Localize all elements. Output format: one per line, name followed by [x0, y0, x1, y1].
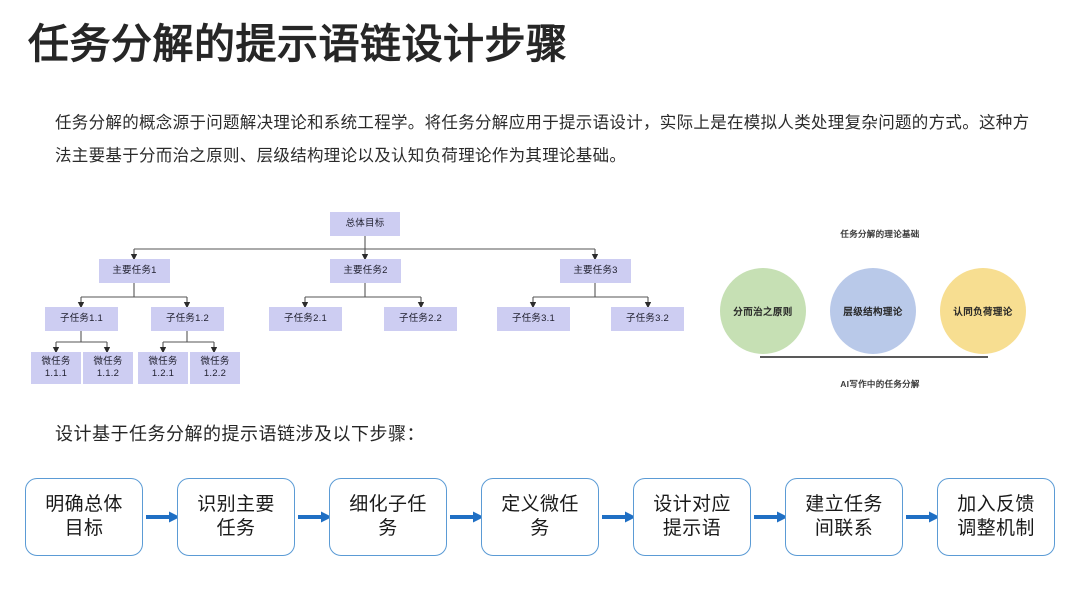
flow-arrow-4 [602, 511, 638, 523]
flow-step-1-line1: 明确总体 [45, 493, 123, 515]
flow-step-4[interactable]: 定义微任 务 [481, 478, 599, 556]
page-title: 任务分解的提示语链设计步骤 [28, 21, 568, 67]
micro-label-line1: 微任务 [200, 356, 230, 368]
flow-step-5-line2: 提示语 [662, 518, 722, 539]
micro-label-line1: 微任务 [41, 356, 71, 368]
flow-step-2[interactable]: 识别主要 任务 [177, 478, 295, 556]
theory-foundation-panel: 任务分解的理论基础 分而治之原则 层级结构理论 认同负荷理论 AI写作中的任务分… [700, 218, 1060, 398]
intro-paragraph: 任务分解的概念源于问题解决理论和系统工程学。将任务分解应用于提示语设计，实际上是… [55, 114, 1030, 165]
flow-step-2-line1: 识别主要 [197, 493, 275, 515]
flow-arrow-5 [754, 511, 790, 523]
flow-arrow-1 [146, 511, 182, 523]
flow-step-5-line1: 设计对应 [653, 493, 731, 515]
steps-lead-text: 设计基于任务分解的提示语链涉及以下步骤： [55, 424, 425, 444]
micro-label-line1: 微任务 [148, 356, 178, 368]
tree-node-main-task-2[interactable]: 主要任务2 [330, 259, 401, 283]
flow-step-2-line2: 任务 [216, 518, 256, 539]
flow-step-6[interactable]: 建立任务 间联系 [785, 478, 903, 556]
tree-node-main-task-1[interactable]: 主要任务1 [99, 259, 170, 283]
theory-panel-title: 任务分解的理论基础 [840, 229, 920, 239]
task-decomposition-tree: 总体目标 主要任务1 主要任务2 主要任务3 子任务1.1 子任务1.2 子任务… [0, 195, 720, 405]
micro-label-line2: 1.2.1 [151, 368, 175, 379]
flow-step-5[interactable]: 设计对应 提示语 [633, 478, 751, 556]
tree-node-micro-task-1-1-2[interactable]: 微任务 1.1.2 [83, 352, 133, 384]
tree-node-subtask-2-2[interactable]: 子任务2.2 [384, 307, 457, 331]
flow-arrow-6 [906, 511, 942, 523]
tree-node-micro-task-1-2-2[interactable]: 微任务 1.2.2 [190, 352, 240, 384]
flow-step-1-line2: 目标 [64, 518, 104, 539]
prompt-chain-flowchart: 明确总体 目标 识别主要 任务 细化子任 务 定义微任 务 设计对应 [0, 478, 1080, 564]
tree-node-micro-task-1-1-1[interactable]: 微任务 1.1.1 [31, 352, 81, 384]
tree-node-main-task-3[interactable]: 主要任务3 [560, 259, 631, 283]
flow-step-7-line1: 加入反馈 [957, 493, 1035, 515]
micro-label-line1: 微任务 [93, 356, 123, 368]
flow-step-1[interactable]: 明确总体 目标 [25, 478, 143, 556]
tree-connector-lines [52, 236, 652, 354]
flow-step-3-line1: 细化子任 [349, 493, 427, 515]
tree-node-subtask-1-2[interactable]: 子任务1.2 [151, 307, 224, 331]
flow-step-4-line2: 务 [530, 518, 550, 539]
theory-baseline-divider [760, 356, 988, 358]
tree-node-subtask-1-1[interactable]: 子任务1.1 [45, 307, 118, 331]
tree-node-subtask-3-1[interactable]: 子任务3.1 [497, 307, 570, 331]
tree-node-subtask-3-2[interactable]: 子任务3.2 [611, 307, 684, 331]
flow-step-4-line1: 定义微任 [501, 493, 579, 515]
flow-step-3[interactable]: 细化子任 务 [329, 478, 447, 556]
micro-label-line2: 1.1.1 [44, 368, 68, 379]
theory-circle-hierarchical-structure[interactable]: 层级结构理论 [830, 268, 916, 354]
tree-node-micro-task-1-2-1[interactable]: 微任务 1.2.1 [138, 352, 188, 384]
flow-arrow-3 [450, 511, 486, 523]
micro-label-line2: 1.2.2 [203, 368, 227, 379]
flow-step-6-line2: 间联系 [814, 518, 874, 539]
flow-step-6-line1: 建立任务 [805, 493, 883, 515]
flow-step-3-line2: 务 [378, 518, 398, 539]
theory-circle-divide-and-conquer[interactable]: 分而治之原则 [720, 268, 806, 354]
flow-step-7[interactable]: 加入反馈 调整机制 [937, 478, 1055, 556]
tree-node-subtask-2-1[interactable]: 子任务2.1 [269, 307, 342, 331]
flow-step-7-line2: 调整机制 [957, 518, 1035, 539]
micro-label-line2: 1.1.2 [96, 368, 120, 379]
tree-node-root[interactable]: 总体目标 [330, 212, 400, 236]
theory-circle-cognitive-load[interactable]: 认同负荷理论 [940, 268, 1026, 354]
flow-arrow-2 [298, 511, 334, 523]
theory-panel-caption: AI写作中的任务分解 [840, 379, 920, 389]
